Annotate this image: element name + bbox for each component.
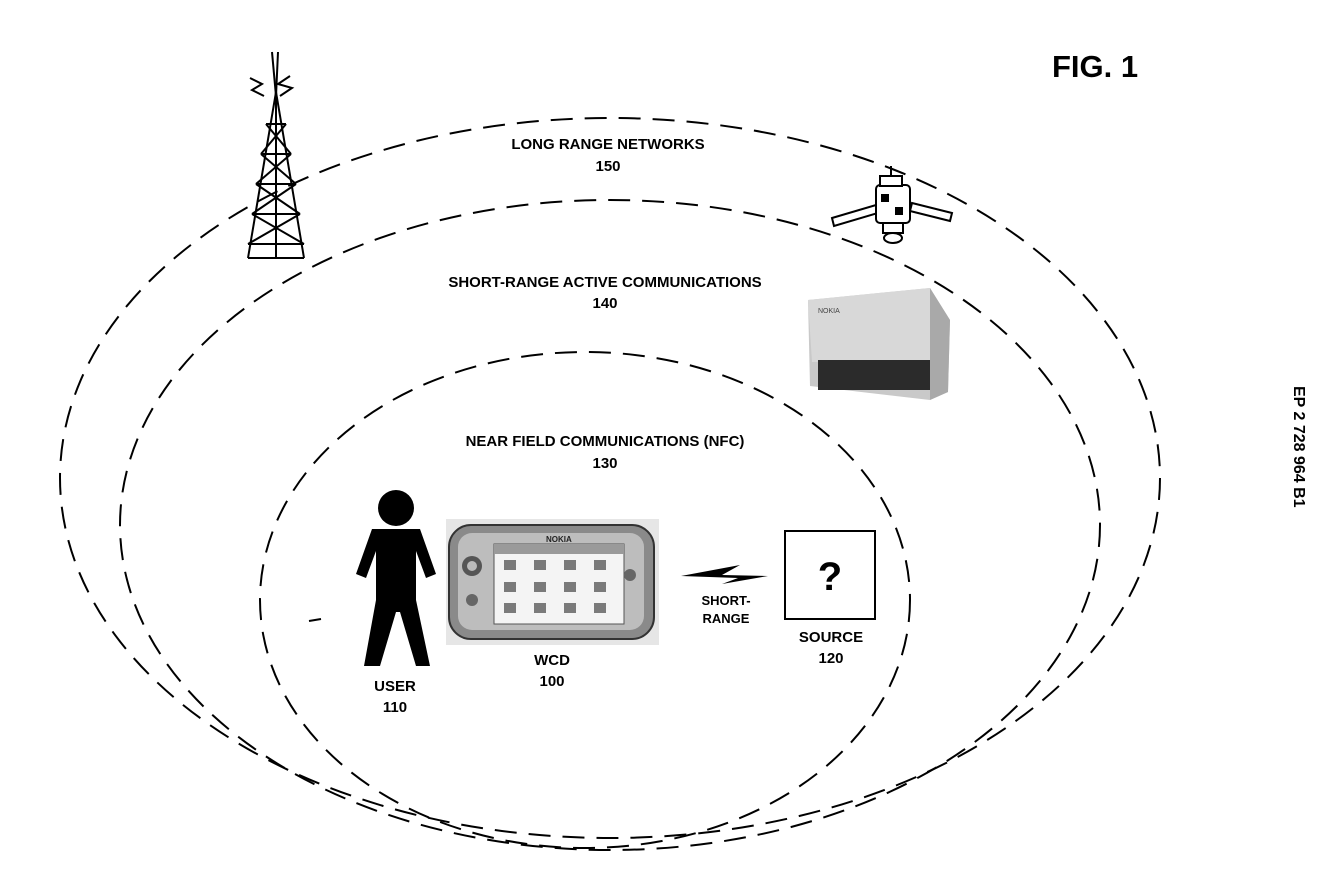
wcd-title: WCD	[534, 652, 570, 669]
satellite-icon	[830, 166, 954, 244]
user-title: USER	[374, 678, 416, 695]
stray-dash	[308, 618, 322, 622]
figure-label: FIG. 1	[1052, 49, 1138, 84]
access-point-icon: NOKIA	[808, 288, 950, 400]
source-ref: 120	[818, 650, 843, 667]
source-symbol: ?	[818, 555, 842, 599]
nfc-ref: 130	[592, 455, 617, 472]
short-range-title: SHORT-RANGE ACTIVE COMMUNICATIONS	[448, 274, 761, 291]
nfc-title: NEAR FIELD COMMUNICATIONS (NFC)	[466, 433, 745, 450]
short-range-lightning-icon	[681, 565, 768, 584]
access-point-brand: NOKIA	[818, 308, 840, 315]
wcd-ref: 100	[539, 673, 564, 690]
link-label-line2: RANGE	[703, 611, 750, 626]
ring-short-range	[119, 199, 1101, 851]
source-title: SOURCE	[799, 629, 863, 646]
wcd-phone-icon: NOKIA	[446, 519, 659, 645]
ring-long-range	[59, 117, 1161, 839]
ring-nfc	[259, 351, 911, 849]
wcd-brand: NOKIA	[546, 535, 572, 544]
source-box	[784, 530, 876, 620]
short-range-ref: 140	[592, 295, 617, 312]
link-label-line1: SHORT-	[701, 593, 750, 608]
user-ref: 110	[383, 699, 407, 716]
patent-number: EP 2 728 964 B1	[1290, 386, 1307, 508]
long-range-ref: 150	[595, 158, 620, 175]
user-figure-icon	[356, 490, 436, 666]
cell-tower-icon	[247, 51, 305, 259]
long-range-title: LONG RANGE NETWORKS	[511, 136, 704, 153]
